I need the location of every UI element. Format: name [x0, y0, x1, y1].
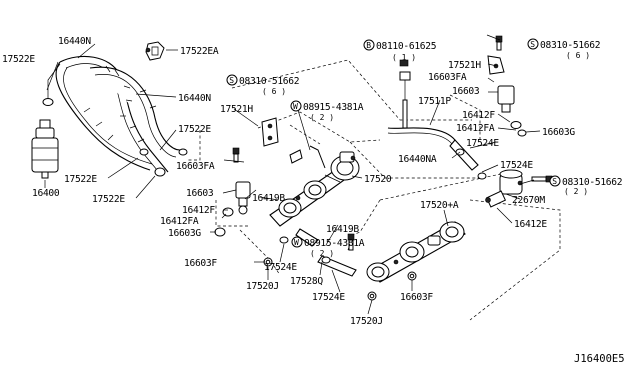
fuel-hose-assembly	[42, 55, 188, 177]
label-08310-51662-b: 08310-51662	[239, 76, 299, 87]
symbol-b-letter: B	[366, 41, 371, 50]
fuel-filter-16400	[31, 119, 59, 179]
label-16412f-left: 16412F	[182, 205, 215, 216]
label-16603-left: 16603	[186, 188, 214, 199]
label-16440n-top: 16440N	[58, 36, 91, 47]
label-16412e: 16412E	[514, 219, 547, 230]
label-16412f-right: 16412F	[462, 110, 495, 121]
hose-clip-17522ea	[145, 41, 165, 61]
label-16603f-right: 16603F	[400, 292, 433, 303]
label-17522e-mid: 17522E	[178, 124, 211, 135]
label-16419b-right: 16419B	[326, 224, 359, 235]
label-08915-a-qty: ( 2 )	[310, 113, 334, 122]
label-08310-b-qty: ( 6 )	[262, 87, 286, 96]
symbol-s-circle-b	[226, 74, 238, 86]
label-08915-b-qty: ( 2 )	[310, 249, 334, 258]
symbol-b-circle	[363, 39, 375, 51]
label-08915-4381a-bottom: 08915-4381A	[304, 238, 365, 249]
fuel-pipe-17511p	[387, 71, 456, 145]
label-22670m: 22670M	[512, 195, 545, 206]
label-16440na: 16440NA	[398, 154, 437, 165]
label-08110-61625: 08110-61625	[376, 41, 436, 52]
bracket-17521h-left	[261, 117, 279, 147]
label-16603fa-left: 16603FA	[176, 161, 215, 172]
label-08310-a-qty: ( 6 )	[566, 51, 590, 60]
fuel-injector-left	[214, 181, 251, 237]
symbol-w-letter-b: W	[294, 238, 299, 247]
fuel-rail-17520a	[366, 221, 466, 283]
seals-and-washers	[263, 145, 491, 301]
label-16419b-left: 16419B	[252, 193, 285, 204]
label-16603g-right: 16603G	[542, 127, 575, 138]
fuel-injector-right	[497, 85, 527, 137]
label-16412fa-right: 16412FA	[456, 123, 495, 134]
label-17528q: 17528Q	[290, 276, 323, 287]
label-08310-51662-a: 08310-51662	[540, 40, 600, 51]
leader-lines	[44, 34, 541, 315]
symbol-w-letter-a: W	[293, 102, 298, 111]
label-16603g-left: 16603G	[168, 228, 201, 239]
label-17520j-bottom: 17520J	[350, 316, 383, 327]
label-16400: 16400	[32, 188, 60, 199]
fuel-hose-16440na	[449, 139, 479, 171]
pressure-regulator-22670m	[485, 169, 523, 208]
label-17524e-d: 17524E	[312, 292, 345, 303]
label-17522e-lower-b: 17522E	[92, 194, 125, 205]
label-16440n-mid: 16440N	[178, 93, 211, 104]
label-17524e-c: 17524E	[264, 262, 297, 273]
symbol-s-letter-b: S	[229, 76, 234, 85]
label-17522ea: 17522EA	[180, 46, 219, 57]
label-17520j-left: 17520J	[246, 281, 279, 292]
bracket-17521h-right	[487, 55, 505, 75]
label-16603f-left: 16603F	[184, 258, 217, 269]
label-17524e-b: 17524E	[500, 160, 533, 171]
label-17511p: 17511P	[418, 96, 451, 107]
label-16603-right: 16603	[452, 86, 480, 97]
label-17520: 17520	[364, 174, 392, 185]
label-16412fa-left: 16412FA	[160, 216, 199, 227]
symbol-w-circle-b	[291, 236, 303, 248]
symbol-s-letter-a: S	[530, 40, 535, 49]
label-16603fa-right: 16603FA	[428, 72, 467, 83]
symbol-s-circle-a	[527, 38, 539, 50]
label-17520a: 17520+A	[420, 200, 459, 211]
label-17521h-left: 17521H	[220, 104, 253, 115]
label-17522e-lower-a: 17522E	[64, 174, 97, 185]
fuel-rail-17520	[269, 151, 360, 227]
part-labels: 16440N 17522E 17522EA 16440N 17522E 1752…	[2, 36, 625, 365]
label-08110-qty: ( 1 )	[392, 53, 416, 62]
label-17522e-topleft: 17522E	[2, 54, 35, 65]
label-08915-4381a-top: 08915-4381A	[303, 102, 364, 113]
symbol-w-circle-a	[290, 100, 302, 112]
diagram-reference-code: J16400E5	[574, 353, 625, 365]
label-08310-c-qty: ( 2 )	[564, 187, 588, 196]
circled-symbols: B S S S W W	[226, 38, 561, 248]
bolts	[232, 35, 553, 251]
label-17524e-a: 17524E	[466, 138, 499, 149]
symbol-s-circle-c	[549, 175, 561, 187]
symbol-s-letter-c: S	[552, 177, 557, 186]
label-17521h-right: 17521H	[448, 60, 481, 71]
label-08310-51662-c: 08310-51662	[562, 177, 622, 188]
